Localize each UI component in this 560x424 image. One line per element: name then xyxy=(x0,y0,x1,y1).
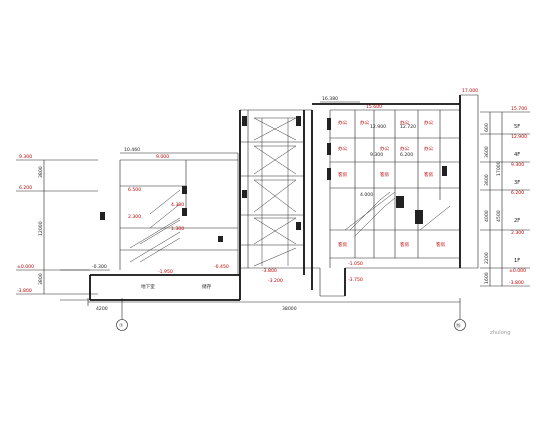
elev-label: 10.460 xyxy=(124,147,140,153)
window-mark xyxy=(218,236,223,242)
elev-label: 9.300 xyxy=(370,152,383,158)
elev-label: -1.050 xyxy=(348,261,363,267)
room-label: 客房 xyxy=(436,241,446,248)
room-label: 办公 xyxy=(380,145,390,152)
window-mark xyxy=(296,222,301,230)
axis-label: ⑦ xyxy=(119,323,123,329)
left-level-label: -3.800 xyxy=(17,288,32,294)
room-label: 办公 xyxy=(424,145,434,152)
elev-label: 12.720 xyxy=(400,124,416,130)
window-mark xyxy=(327,143,331,155)
elev-label: -3.800 xyxy=(262,268,277,274)
bottom-dimension: 4200 38000 ⑦ ⑮ xyxy=(87,298,466,331)
dim-label: 4200 xyxy=(96,306,108,312)
elev-label: -3.200 xyxy=(268,278,283,284)
window-mark xyxy=(415,210,423,224)
room-label: 办公 xyxy=(424,119,434,126)
window-mark xyxy=(296,116,301,126)
right-dim-label: 600 xyxy=(484,123,490,132)
room-label: 客房 xyxy=(380,171,390,178)
elev-label: 12.900 xyxy=(370,124,386,130)
left-dim-label: 3800 xyxy=(38,166,44,178)
roof-labels: 16.380 15.600 17.000 xyxy=(320,88,478,110)
left-level-label: ±0.000 xyxy=(17,264,34,270)
watermark: zhulong xyxy=(490,330,511,336)
window-mark xyxy=(182,186,187,194)
window-mark xyxy=(242,116,247,126)
room-label: 客房 xyxy=(424,171,434,178)
floor-label: 2F xyxy=(514,218,520,224)
elev-label: -3.750 xyxy=(348,277,363,283)
right-dim-label: 1600 xyxy=(484,272,490,284)
elev-label: 4.300 xyxy=(171,202,184,208)
left-stair xyxy=(129,189,181,263)
left-dim-label: 12000 xyxy=(38,221,44,236)
floor-label: 3F xyxy=(514,180,520,186)
left-level-label: 6.200 xyxy=(19,185,32,191)
floor-label: 1F xyxy=(514,258,520,264)
right-dim-label: 4500 xyxy=(496,210,502,222)
elev-label: 4.000 xyxy=(360,192,373,198)
right-level-value: ±0.000 xyxy=(509,268,526,274)
room-label: 地下室 xyxy=(141,283,155,290)
right-level-scale: 15.700 5F 12.900 4F 9.300 3F 6.200 2F 2.… xyxy=(480,106,530,287)
window-mark xyxy=(327,118,331,130)
elev-label: 1.300 xyxy=(171,226,184,232)
room-label: 客房 xyxy=(338,171,348,178)
left-dim-label: 3800 xyxy=(38,273,44,285)
window-mark xyxy=(100,212,105,220)
room-label: 客房 xyxy=(400,241,410,248)
window-mark xyxy=(442,166,447,176)
room-label: 办公 xyxy=(400,119,410,126)
right-dim-label: 17000 xyxy=(496,161,502,176)
right-level-value: 2.300 xyxy=(511,230,524,236)
room-label: 办公 xyxy=(400,145,410,152)
stair-core: -3.800 -3.200 xyxy=(239,109,313,290)
right-stair xyxy=(344,191,451,237)
room-label: 储存 xyxy=(202,283,212,290)
axis-bubble xyxy=(116,319,128,331)
elev-label: -0.300 xyxy=(92,264,107,270)
right-level-value: 6.200 xyxy=(511,190,524,196)
axis-bubble xyxy=(454,319,466,331)
top-label: 17.000 xyxy=(462,88,478,94)
window-mark xyxy=(182,208,187,216)
room-label: 办公 xyxy=(338,119,348,126)
left-level-label: 9.300 xyxy=(19,154,32,160)
window-mark xyxy=(327,168,331,180)
elev-label: 9.000 xyxy=(156,154,169,160)
right-wing-section: 办公 办公 办公 办公 办公 办公 办公 办公 客房 客房 客房 客房 客房 客… xyxy=(312,94,479,283)
right-level-value: 9.300 xyxy=(511,162,524,168)
dim-label: 38000 xyxy=(282,306,297,312)
elev-label: 6.500 xyxy=(128,187,141,193)
window-mark xyxy=(242,190,247,198)
right-level-value: -3.800 xyxy=(509,280,524,286)
left-wing-section: 10.460 9.000 6.500 4.300 2.300 1.300 -0.… xyxy=(92,147,239,290)
left-level-scale: 9.300 6.200 ±0.000 -3.800 3800 12000 380… xyxy=(16,154,110,295)
room-label: 办公 xyxy=(338,145,348,152)
ground-line xyxy=(60,267,478,301)
right-dim-label: 3600 xyxy=(484,146,490,158)
right-dim-label: 3600 xyxy=(484,174,490,186)
right-dim-label: 4000 xyxy=(484,210,490,222)
right-level-value: 15.700 xyxy=(511,106,527,112)
room-label: 办公 xyxy=(360,119,370,126)
right-dim-label: 2200 xyxy=(484,252,490,264)
window-mark xyxy=(396,196,404,208)
floor-label: 5F xyxy=(514,124,520,130)
elev-label: -0.450 xyxy=(214,264,229,270)
elev-label: 6.200 xyxy=(400,152,413,158)
room-label: 客房 xyxy=(338,241,348,248)
axis-label: ⑮ xyxy=(456,322,461,329)
top-label: 16.380 xyxy=(322,96,338,102)
right-level-value: 12.900 xyxy=(511,134,527,140)
elev-label: 2.300 xyxy=(128,214,141,220)
elev-label: -1.950 xyxy=(158,269,173,275)
floor-label: 4F xyxy=(514,152,520,158)
top-label: 15.600 xyxy=(366,104,382,110)
